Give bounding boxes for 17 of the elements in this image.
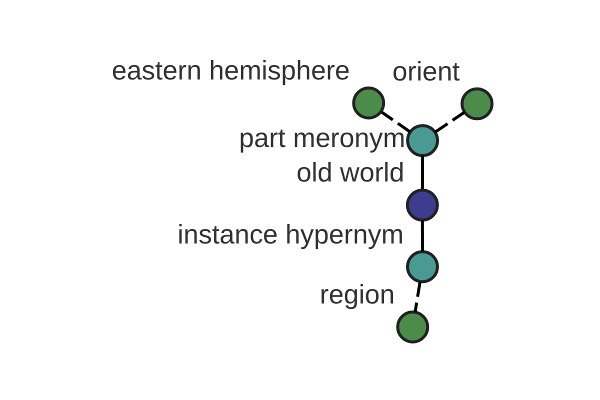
node-circle — [460, 87, 494, 120]
node-circle — [352, 86, 386, 120]
node-label: old world — [296, 158, 404, 188]
connector — [420, 220, 424, 252]
node-circle — [406, 188, 439, 222]
connector — [420, 156, 424, 189]
connector — [380, 110, 411, 134]
node-label: orient — [392, 56, 460, 86]
node-circle — [406, 124, 440, 158]
connector — [414, 282, 422, 312]
node-label: part meronym — [239, 123, 406, 154]
node-circle — [406, 250, 439, 284]
node-circle — [396, 310, 430, 344]
node-label: region — [320, 280, 395, 310]
node-label: instance hypernym — [178, 219, 404, 250]
connector — [434, 111, 466, 134]
node-label: eastern hemisphere — [112, 56, 350, 86]
